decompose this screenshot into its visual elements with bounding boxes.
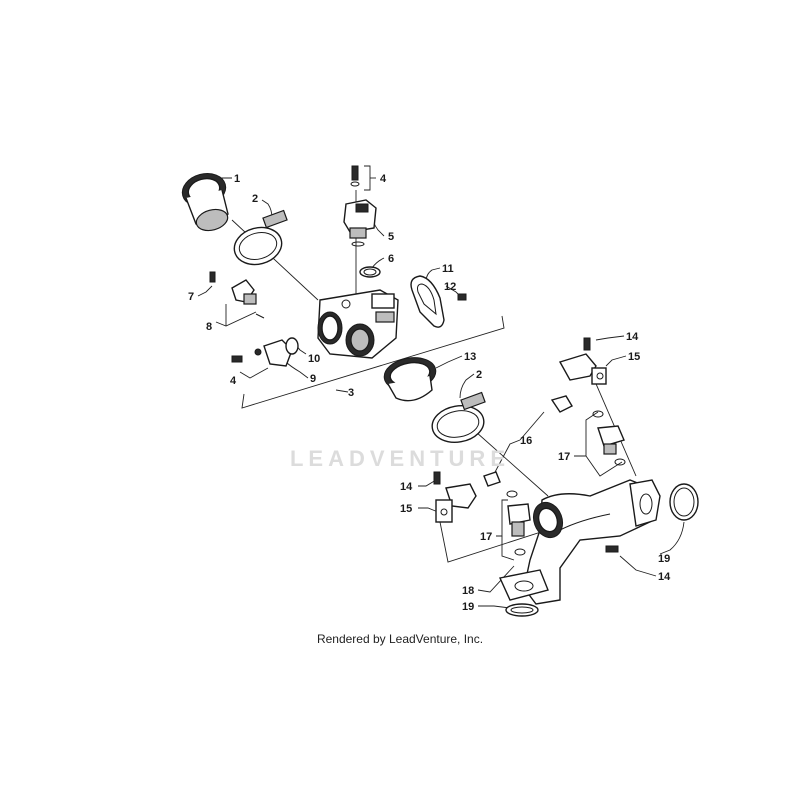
callout-5: 5 [388,231,394,243]
callout-4-lower: 4 [230,375,237,387]
manifold-bolt [605,545,619,553]
callout-2-lower: 2 [476,369,482,381]
intake-boot [181,173,229,232]
callout-17: 17 [558,451,570,463]
callout-16: 16 [520,435,532,447]
throttle-body [317,289,399,359]
hose-clamp-upper [233,209,288,266]
callout-15: 15 [628,351,640,363]
callout-15-left: 15 [400,503,412,515]
intake-coupler-lower [383,357,437,402]
watermark: LEADVENTURE [289,446,510,471]
fuel-injector-lower [483,471,531,556]
callout-labels: 1 2 4 5 6 11 12 7 8 10 9 4 3 13 2 14 15 … [188,173,671,613]
leader-lines [197,165,685,609]
callout-6: 6 [388,253,394,265]
callout-17-lower: 17 [480,531,492,543]
callout-7: 7 [188,291,194,303]
throttle-actuator [231,337,299,367]
callout-14-bottom: 14 [658,571,671,583]
callout-4: 4 [380,173,387,185]
callout-13: 13 [464,351,476,363]
flange-gasket [410,275,467,328]
render-credit: Rendered by LeadVenture, Inc. [316,632,484,646]
fuel-rail-bracket-lower [433,471,477,523]
intake-manifold [498,479,661,605]
callout-1: 1 [234,173,240,185]
callout-19-lower: 19 [462,601,474,613]
manifold-o-ring-lower [505,603,539,617]
throttle-sensor-stack [343,165,381,278]
callout-10: 10 [308,353,320,365]
callout-9: 9 [310,373,316,385]
hose-clamp-lower [431,391,486,443]
fuel-rail-bracket-upper [558,337,607,385]
manifold-o-ring-right [669,483,699,521]
callout-8: 8 [206,321,212,333]
callout-12: 12 [444,281,456,293]
fuel-injector-upper [550,395,626,466]
callout-2: 2 [252,193,258,205]
callout-18: 18 [462,585,474,597]
callout-14: 14 [626,331,639,343]
callout-19-right: 19 [658,553,670,565]
callout-14-left: 14 [400,481,413,493]
callout-3: 3 [348,387,354,399]
callout-11: 11 [442,263,454,275]
idle-air-valve [209,271,265,319]
